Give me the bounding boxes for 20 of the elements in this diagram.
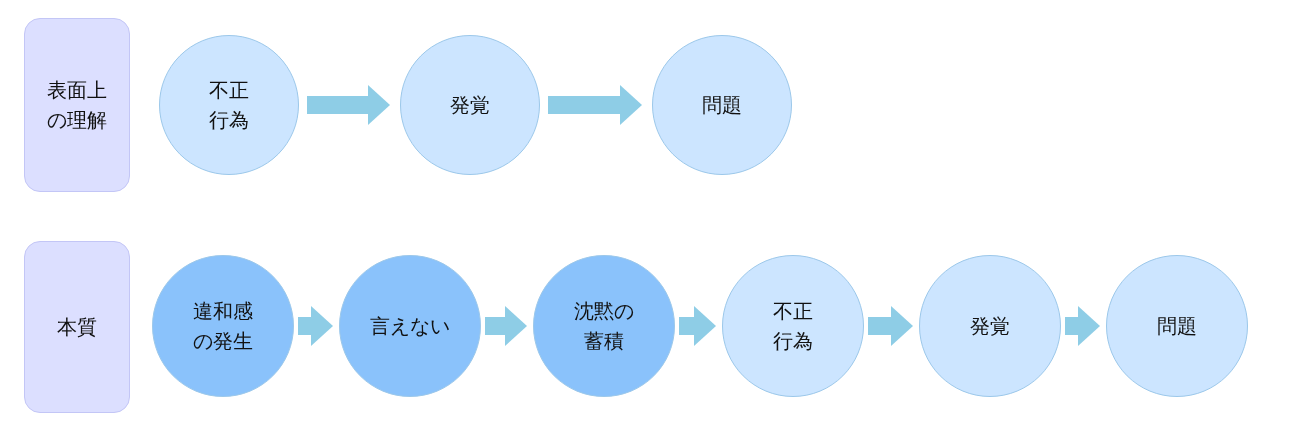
arrow xyxy=(307,85,390,125)
node-text: 表面上の理解 xyxy=(46,77,108,134)
arrow xyxy=(868,306,913,346)
node-text: 言えない xyxy=(370,313,450,340)
node-text: 沈黙の蓄積 xyxy=(573,298,635,355)
arrow xyxy=(485,306,527,346)
node-text: 問題 xyxy=(1157,313,1197,340)
arrow xyxy=(298,306,333,346)
node-text: 不正行為 xyxy=(208,77,250,134)
node-text: 不正行為 xyxy=(772,298,814,355)
node-text: 本質 xyxy=(57,314,97,341)
label-box xyxy=(24,18,130,192)
node-text: 違和感の発生 xyxy=(192,298,254,355)
node-text: 発覚 xyxy=(970,313,1010,340)
arrow xyxy=(679,306,716,346)
node-text: 問題 xyxy=(702,92,742,119)
arrow xyxy=(548,85,642,125)
node-text: 発覚 xyxy=(450,92,490,119)
arrow xyxy=(1065,306,1100,346)
label-box xyxy=(24,241,130,413)
